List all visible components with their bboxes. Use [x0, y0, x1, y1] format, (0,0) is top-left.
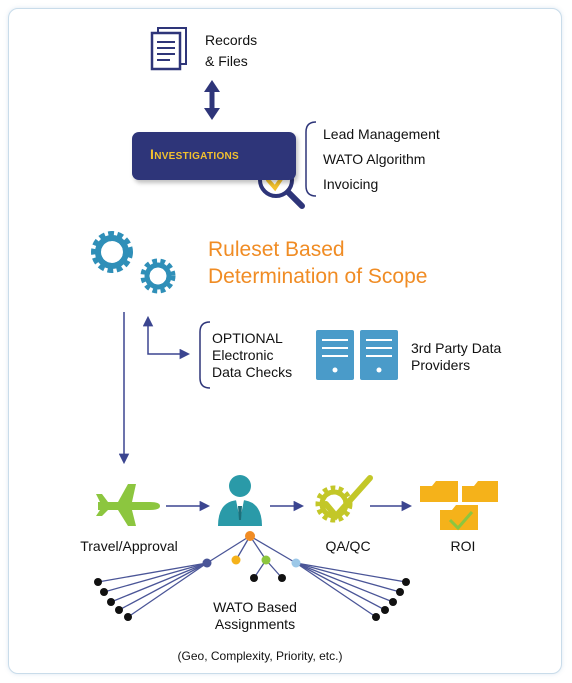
bracket [305, 121, 317, 197]
optional-data-checks-label: OPTIONAL Electronic Data Checks [212, 330, 293, 380]
roi-label: ROI [450, 538, 476, 554]
qa-qc-label: QA/QC [325, 538, 371, 554]
investigations-box [132, 132, 296, 180]
diagram-frame [8, 8, 562, 674]
ruleset-heading: Ruleset Based Determination of Scope [208, 238, 428, 288]
folders-icon [420, 481, 498, 531]
investigations-list: Lead Management WATO Algorithm Invoicing [323, 122, 503, 197]
gear-check-icon [315, 475, 373, 523]
records-files-label: Records & Files [205, 32, 258, 69]
third-party-providers-label: 3rd Party Data Providers [411, 340, 502, 373]
person-icon [218, 475, 262, 526]
airplane-icon [96, 484, 160, 526]
wato-criteria-note: (Geo, Complexity, Priority, etc.) [177, 649, 343, 663]
optional-bracket [199, 321, 211, 389]
list-item-lead-management: Lead Management [323, 126, 440, 142]
wato-assignments-label: WATO Based Assignments [213, 599, 297, 632]
list-item-invoicing: Invoicing [323, 176, 379, 192]
investigations-label: Investigations [150, 146, 240, 162]
double-arrow-icon [204, 80, 220, 120]
optional-loop-arrow [147, 322, 191, 360]
list-item-wato-algorithm: WATO Algorithm [323, 151, 426, 167]
wato-fan [94, 531, 410, 621]
gears-icon [91, 231, 176, 294]
travel-approval-label: Travel/Approval [80, 538, 178, 554]
document-stack-icon [150, 27, 187, 71]
server-icon [316, 330, 398, 380]
